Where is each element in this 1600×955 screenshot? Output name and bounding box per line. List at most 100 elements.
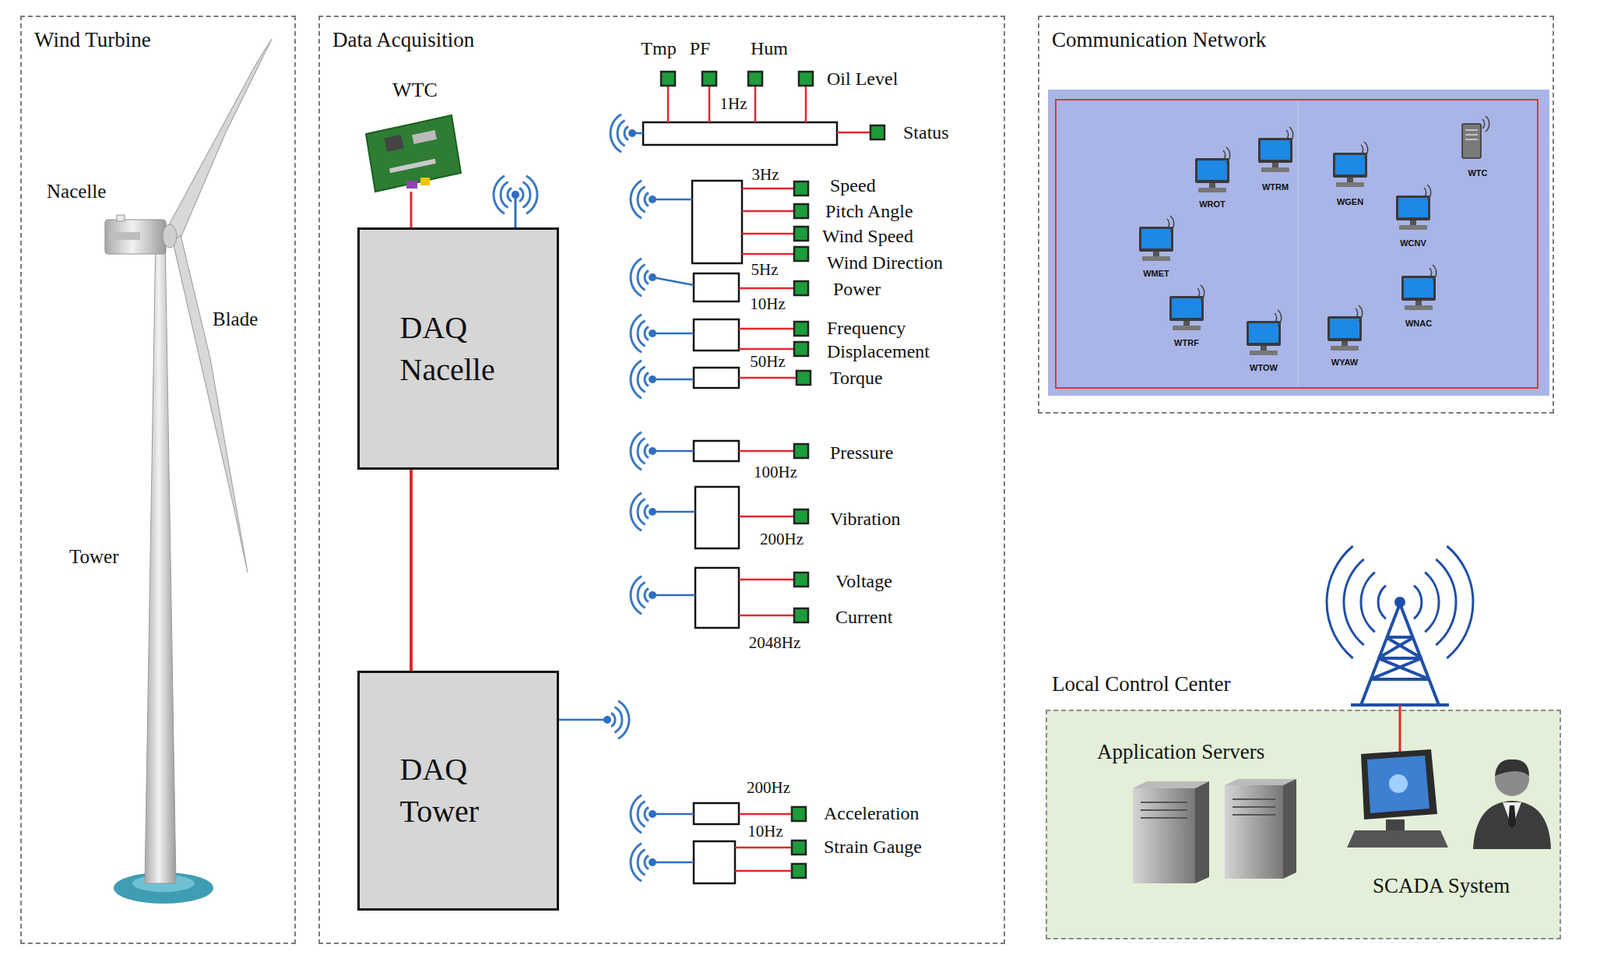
server-tower [1195,780,1210,883]
sample-rate: 200Hz [759,530,804,549]
panel-frame: Data AcquisitionDAQ NacelleDAQ Tower [318,15,1006,944]
wireless-symbol [630,180,657,219]
network-node-name: WTRF [1174,337,1200,348]
multiplexer-box [693,367,739,388]
sensor-label: Frequency [826,317,906,338]
wind-turbine-drawing [172,235,248,573]
network-node-name: WCNV [1399,238,1427,248]
node-title: Local Control Center [1051,671,1231,697]
wireless-symbol [630,492,657,531]
sensor-square [794,608,809,623]
part-label: Nacelle [46,180,106,203]
sample-rate: 3Hz [752,165,780,184]
computer-icon [1401,264,1437,310]
computer-icon [1246,309,1282,356]
daq-box: DAQ Nacelle [357,227,560,470]
wireless-symbol [630,794,657,834]
sensor-square [791,806,806,821]
sensor-label: Wind Direction [826,252,943,273]
controller-label: WTC [392,79,438,102]
network-node-name: WGEN [1336,196,1364,207]
controller-board [365,115,461,228]
sensor-label: Wind Speed [822,225,914,247]
scada-terminal [1346,829,1449,848]
sensor-wire [668,85,871,871]
sensor-label: Pressure [829,442,894,463]
sensor-label: Strain Gauge [823,836,922,857]
computer-icon [1195,147,1231,193]
wind-turbine-drawing [132,874,195,892]
radio-tower [1350,603,1449,705]
server-tower [1224,784,1284,879]
sensor-square [748,71,763,86]
sensor-square [870,125,885,140]
wind-turbine-drawing [105,38,272,904]
sample-rate: 10Hz [749,295,786,313]
sensor-wiring [559,71,885,883]
multiplexer-box [643,122,837,145]
nacelle-antenna [514,194,517,228]
multiplexer-box [692,180,742,264]
wireless-symbol [630,432,657,471]
server-tower [1232,798,1276,815]
multiplexer-box [643,122,837,883]
network-area [1047,89,1550,396]
node-title: Wind Turbine [34,28,152,53]
computer-icon [1327,305,1363,351]
controller-board [410,191,413,228]
sensor-square [794,246,809,261]
sensor-square [794,321,809,336]
operator-figure [1473,800,1551,849]
scada-terminal [1346,749,1449,848]
nacelle-antenna [511,175,538,215]
network-area [1297,99,1299,388]
controller-board [420,177,430,186]
sample-rate: 5Hz [751,260,779,279]
wind-turbine-drawing [162,224,177,248]
sensor-square [794,341,809,356]
sample-rate: 1Hz [720,94,748,113]
node-title: Data Acquisition [332,28,475,53]
sensor-label: Displacement [826,341,930,362]
computer-icon [1169,284,1205,331]
network-area [1047,89,1550,396]
wireless-symbol [630,843,657,882]
wire-connector [409,469,413,671]
wind-turbine-drawing [109,232,141,240]
daq-box: DAQ Tower [357,670,560,911]
sensor-label: Oil Level [826,68,898,89]
sensor-square [798,71,813,86]
sensor-label: Acceleration [823,802,920,823]
controller-board [383,134,404,152]
sensor-label: Pitch Angle [825,200,914,222]
scada-terminal [1389,773,1408,793]
wireless-symbol [630,360,657,399]
computer-icon [1139,215,1175,261]
computer-icon [1462,116,1490,159]
controller-board [389,158,437,173]
multiplexer-box [693,319,739,351]
sensor-square [794,226,809,241]
wireless-symbol [603,114,657,882]
link-wire [1399,704,1402,752]
wind-turbine-drawing [116,214,125,222]
network-node-name: WTOW [1249,362,1278,373]
wireless-symbol [610,114,637,153]
panel-frame: Communication Network [1037,15,1555,414]
network-node-name: WTC [1467,168,1488,178]
controller-board [411,130,437,145]
network-node-name: WMET [1142,268,1170,278]
sensor-label: Voltage [835,570,893,591]
sample-rate: 50Hz [749,352,786,371]
multiplexer-box [693,440,739,461]
controller-board [406,180,418,189]
sensor-label: Torque [829,367,883,388]
sensor-square [794,181,809,196]
multiplexer-box [693,273,739,302]
sensor-square [794,572,809,587]
wind-turbine-drawing [113,872,214,904]
network-area [1055,99,1538,388]
sensor-square [794,203,809,219]
server-tower [1132,787,1196,883]
